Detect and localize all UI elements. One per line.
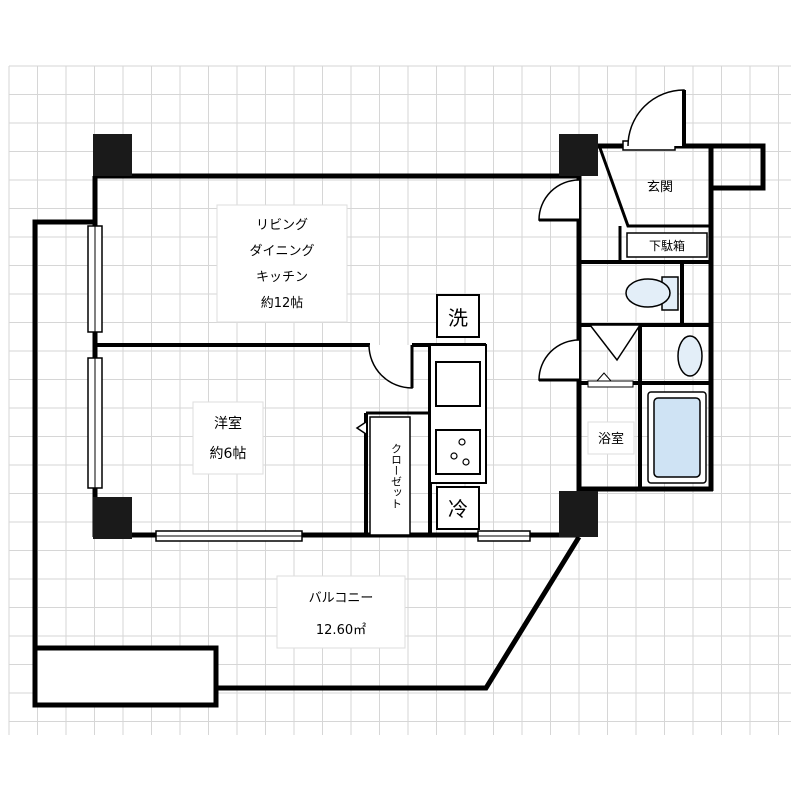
toilet-bowl bbox=[625, 278, 671, 308]
kitchen-fixtures: 洗 冷 bbox=[429, 294, 487, 530]
western-label-box bbox=[192, 401, 264, 475]
windows bbox=[87, 225, 531, 542]
balcony-label: バルコニー bbox=[309, 591, 374, 606]
kitchen-stove bbox=[435, 429, 481, 475]
bathroom-label-box bbox=[587, 421, 635, 455]
wash-basin bbox=[677, 335, 703, 377]
balcony-label-box bbox=[276, 575, 406, 649]
western-room-label: 洋室 約6帖 bbox=[192, 401, 264, 475]
balcony-planter bbox=[32, 645, 219, 708]
ldk-size: 約12帖 bbox=[261, 296, 304, 311]
closet: クローゼット bbox=[355, 416, 411, 536]
ldk-label-line2: ダイニング bbox=[249, 244, 314, 259]
entrance-label: 玄関 bbox=[647, 180, 673, 195]
western-room-name: 洋室 bbox=[214, 415, 242, 432]
structural-columns bbox=[93, 134, 598, 539]
closet-label: クローゼット bbox=[390, 443, 403, 509]
fridge-label: 冷 bbox=[448, 497, 468, 521]
shoe-box bbox=[626, 232, 708, 258]
ldk-label-line1: リビング bbox=[256, 218, 308, 233]
washer-space bbox=[436, 294, 480, 338]
ldk-label: リビング ダイニング キッチン 約12帖 bbox=[216, 204, 348, 323]
western-room-size: 約6帖 bbox=[210, 446, 247, 462]
kitchen-sink bbox=[435, 361, 481, 407]
balcony-rail-diagonal bbox=[216, 535, 582, 691]
ldk-label-box bbox=[216, 204, 348, 323]
balcony-area: 12.60㎡ bbox=[316, 623, 366, 638]
shoe-box-label: 下駄箱 bbox=[649, 238, 685, 253]
doors bbox=[368, 89, 686, 389]
bathtub bbox=[653, 397, 701, 478]
western-room-door bbox=[368, 344, 413, 389]
service-fixtures: 下駄箱 玄関 浴室 bbox=[587, 180, 708, 484]
toilet-door bbox=[588, 324, 642, 362]
ldk-label-line3: キッチン bbox=[256, 270, 308, 285]
balcony-rail-left bbox=[32, 219, 97, 648]
front-door-swing bbox=[627, 89, 685, 147]
column-top-right bbox=[559, 134, 598, 176]
fridge-space bbox=[436, 486, 480, 530]
bath-door bbox=[587, 380, 634, 388]
ldk-entry-door bbox=[538, 179, 580, 221]
column-bottom-left bbox=[93, 497, 132, 539]
bathroom-label: 浴室 bbox=[598, 431, 624, 447]
washer-label: 洗 bbox=[448, 306, 468, 330]
column-top-left bbox=[93, 134, 132, 176]
washroom-door bbox=[538, 339, 580, 381]
column-bottom-right bbox=[559, 491, 598, 537]
balcony: バルコニー 12.60㎡ bbox=[32, 219, 582, 708]
